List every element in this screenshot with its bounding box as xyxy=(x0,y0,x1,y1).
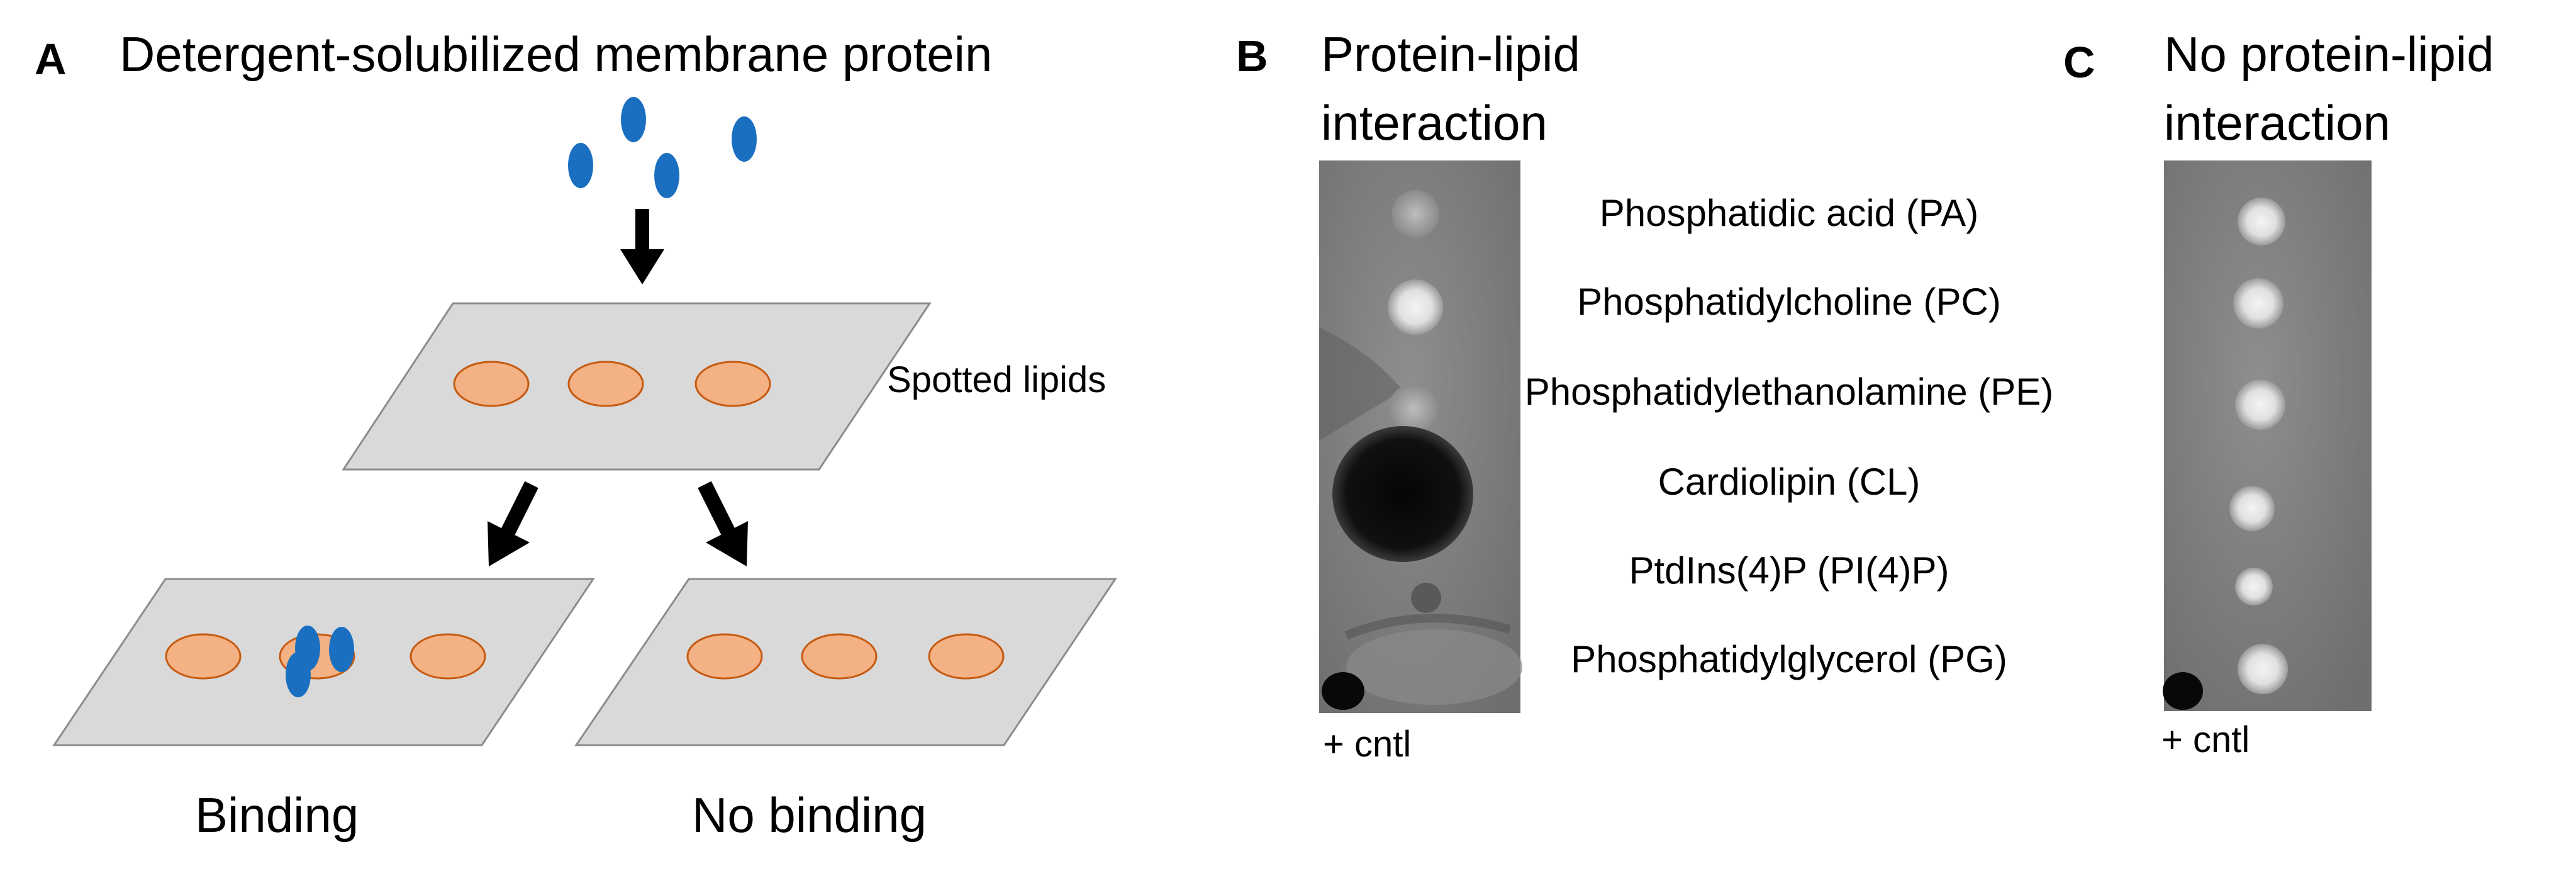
blot-spot-pa xyxy=(2238,198,2285,245)
panel-a-title: Detergent-solubilized membrane protein xyxy=(120,26,992,82)
arrow-down-icon xyxy=(620,209,664,284)
lipid-spot xyxy=(410,633,486,680)
protein-icon xyxy=(329,627,354,672)
blot-spot-pa xyxy=(1391,190,1439,238)
lipid-name: PtdIns(4)P (PI(4)P) xyxy=(1629,549,1949,592)
blot-spot-pi4p xyxy=(2235,568,2273,605)
blot-spot-pi4p xyxy=(1411,583,1441,613)
membrane-binding xyxy=(52,578,595,746)
lipid-spot xyxy=(694,361,771,407)
lipid-spot xyxy=(165,633,242,680)
protein-molecules xyxy=(568,97,757,198)
spotted-lipids-label: Spotted lipids xyxy=(887,359,1106,400)
blot-b xyxy=(1319,160,1522,713)
panel-a-letter: A xyxy=(35,35,67,84)
panel-a: A Detergent-solubilized membrane protein… xyxy=(35,26,1117,843)
blot-spot-pe xyxy=(1388,384,1439,434)
lipid-name: Phosphatidylcholine (PC) xyxy=(1577,281,2001,323)
panel-b: B Protein-lipid interaction + cntl xyxy=(1236,26,1580,765)
protein-icon xyxy=(286,652,311,697)
binding-label: Binding xyxy=(195,787,359,843)
protein-icon xyxy=(732,116,757,162)
lipid-spot xyxy=(686,633,763,680)
arrow-down-right-icon xyxy=(698,481,748,566)
panel-c-control-label: + cntl xyxy=(2161,719,2250,760)
protein-icon xyxy=(621,97,646,142)
lipid-spot xyxy=(801,633,878,680)
blot-spot-pe xyxy=(2235,379,2285,430)
panel-b-title-line1: Protein-lipid xyxy=(1321,26,1580,82)
no-binding-label: No binding xyxy=(692,787,927,843)
protein-icon xyxy=(568,143,593,188)
blot-spot-cl xyxy=(2229,486,2275,531)
lipid-spot xyxy=(453,361,530,407)
lipid-name-list: Phosphatidic acid (PA) Phosphatidylcholi… xyxy=(1525,192,2054,680)
blot-c xyxy=(2163,160,2372,711)
arrow-down-left-icon xyxy=(488,481,538,566)
panel-c-letter: C xyxy=(2063,38,2095,87)
lipid-name: Phosphatidylethanolamine (PE) xyxy=(1525,371,2054,413)
panel-b-letter: B xyxy=(1236,31,1268,81)
lipid-spot xyxy=(567,361,644,407)
panel-c: C No protein-lipid interaction + cntl xyxy=(2063,26,2494,760)
lipid-name: Phosphatidylglycerol (PG) xyxy=(1571,638,2007,680)
lipid-spot xyxy=(928,633,1005,680)
blot-control-spot xyxy=(1322,672,1364,710)
panel-c-title-line2: interaction xyxy=(2164,95,2390,150)
panel-c-title-line1: No protein-lipid xyxy=(2164,26,2494,82)
panel-b-title-line2: interaction xyxy=(1321,95,1547,150)
blot-spot-cl xyxy=(1332,426,1473,562)
panel-b-control-label: + cntl xyxy=(1323,724,1411,765)
membrane-top xyxy=(342,302,932,471)
blot-spot-pc xyxy=(2233,278,2283,329)
blot-spot-pg xyxy=(2238,644,2288,694)
lipid-name: Cardiolipin (CL) xyxy=(1658,461,1921,503)
lipid-name: Phosphatidic acid (PA) xyxy=(1600,192,1979,234)
membrane-no-binding xyxy=(574,578,1117,746)
protein-icon xyxy=(654,153,679,198)
blot-control-spot xyxy=(2163,672,2203,710)
blot-spot-pc xyxy=(1388,279,1443,335)
